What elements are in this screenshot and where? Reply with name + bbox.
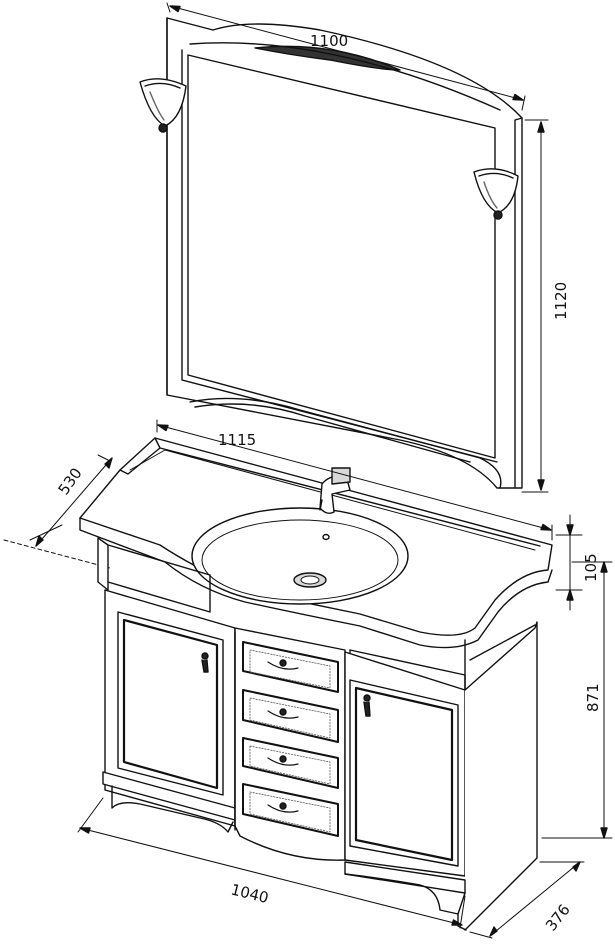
mirror-base xyxy=(189,397,502,489)
right-door-handle-icon xyxy=(363,694,371,717)
cabinet-apron-left xyxy=(97,537,109,591)
mirror-assembly xyxy=(166,17,523,489)
sink-overflow xyxy=(322,533,330,541)
mirror-crest-arc xyxy=(189,42,501,111)
drawer-3-knob-icon xyxy=(279,755,287,763)
mirror-glass xyxy=(187,54,496,459)
drawer-2-knob-icon xyxy=(279,708,287,716)
dim-top-width xyxy=(156,419,553,541)
mirror-base-2 xyxy=(194,403,471,463)
right-foot xyxy=(344,873,466,915)
dim-cabinet-width xyxy=(77,797,466,929)
sink-bowl xyxy=(191,507,409,605)
cabinet-right-depth xyxy=(464,621,538,931)
left-foot xyxy=(111,785,234,833)
left-lamp-icon xyxy=(139,78,187,133)
dim-label-mirror-height: 1120 xyxy=(552,282,570,320)
drawer-1-knob-icon xyxy=(279,659,287,667)
drawer-4 xyxy=(242,783,339,837)
dim-label-mirror-width: 1100 xyxy=(310,32,348,50)
dim-cabinet-height xyxy=(541,561,613,839)
left-door-handle-icon xyxy=(201,652,209,673)
dim-label-cabinet-height: 871 xyxy=(584,683,602,712)
drawer-3 xyxy=(242,737,339,789)
dim-top-depth xyxy=(29,454,113,547)
dim-label-top-width: 1115 xyxy=(218,431,256,449)
sink-bowl-inner xyxy=(201,519,399,601)
faucet-icon xyxy=(319,467,351,515)
right-lamp-icon xyxy=(473,168,519,220)
drawer-4-knob-icon xyxy=(279,802,287,810)
dim-label-cabinet-width: 1040 xyxy=(229,880,270,907)
countertop-backsplash xyxy=(119,437,541,547)
dim-mirror-width xyxy=(166,2,526,111)
dim-label-cabinet-depth: 376 xyxy=(542,901,574,935)
mirror-crest xyxy=(254,45,401,71)
drawer-2 xyxy=(242,689,339,743)
dim-mirror-height xyxy=(521,119,549,493)
countertop-front-edge xyxy=(79,517,553,649)
dim-top-thickness xyxy=(555,514,583,611)
left-door xyxy=(117,611,224,796)
right-door xyxy=(349,679,459,867)
dashed-extension-line xyxy=(3,539,111,569)
dim-label-top-thickness: 105 xyxy=(582,553,600,582)
countertop xyxy=(79,437,553,649)
dim-cabinet-depth xyxy=(469,861,585,939)
cabinet-body xyxy=(97,537,538,931)
drawer-1 xyxy=(242,641,339,693)
